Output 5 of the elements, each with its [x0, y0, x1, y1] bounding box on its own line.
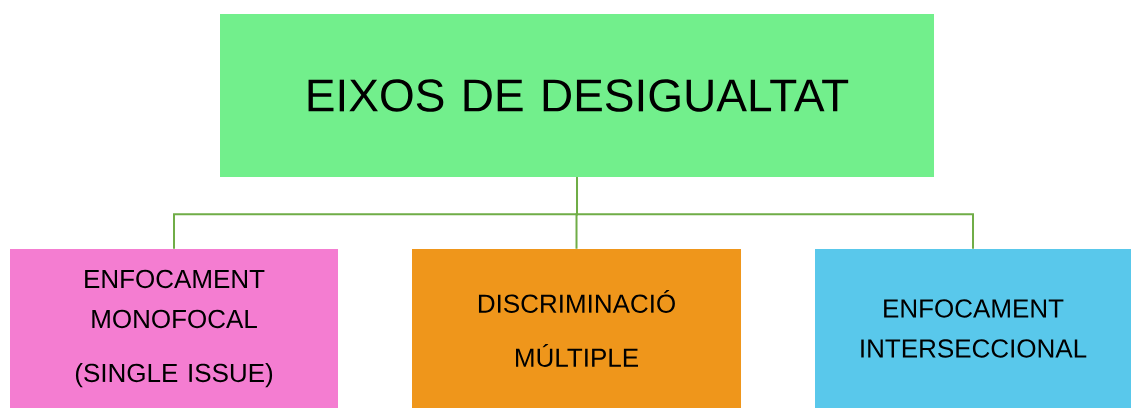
connector-line	[576, 176, 974, 250]
category-box: DISCRIMINACIÓ MÚLTIPLE	[412, 249, 741, 408]
category-box: ENFOCAMENT INTERSECCIONAL	[815, 249, 1131, 408]
title-box: EIXOS DE DESIGUALTAT	[220, 14, 934, 177]
category-box: ENFOCAMENT MONOFOCAL (SINGLE ISSUE)	[10, 249, 338, 408]
